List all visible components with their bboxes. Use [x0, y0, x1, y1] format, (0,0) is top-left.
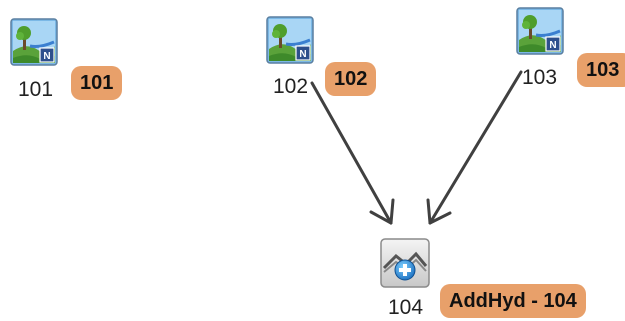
svg-text:N: N: [299, 49, 306, 60]
watershed-icon[interactable]: N: [516, 7, 564, 55]
svg-text:N: N: [549, 40, 556, 51]
edge-103-to-104[interactable]: [426, 70, 523, 225]
node-label: 101: [18, 78, 54, 101]
node-badge[interactable]: 103: [577, 53, 625, 87]
node-label: 104: [388, 296, 424, 319]
edge-102-to-104[interactable]: [310, 81, 395, 225]
watershed-icon[interactable]: N: [266, 16, 314, 64]
node-badge[interactable]: AddHyd - 104: [440, 284, 586, 318]
svg-text:N: N: [43, 51, 50, 62]
add-hydrograph-icon[interactable]: [380, 238, 430, 288]
node-label: 102: [273, 75, 309, 98]
node-label: 103: [522, 66, 558, 89]
node-badge[interactable]: 102: [325, 62, 377, 96]
node-badge[interactable]: 101: [71, 66, 123, 100]
watershed-icon[interactable]: N: [10, 18, 58, 66]
